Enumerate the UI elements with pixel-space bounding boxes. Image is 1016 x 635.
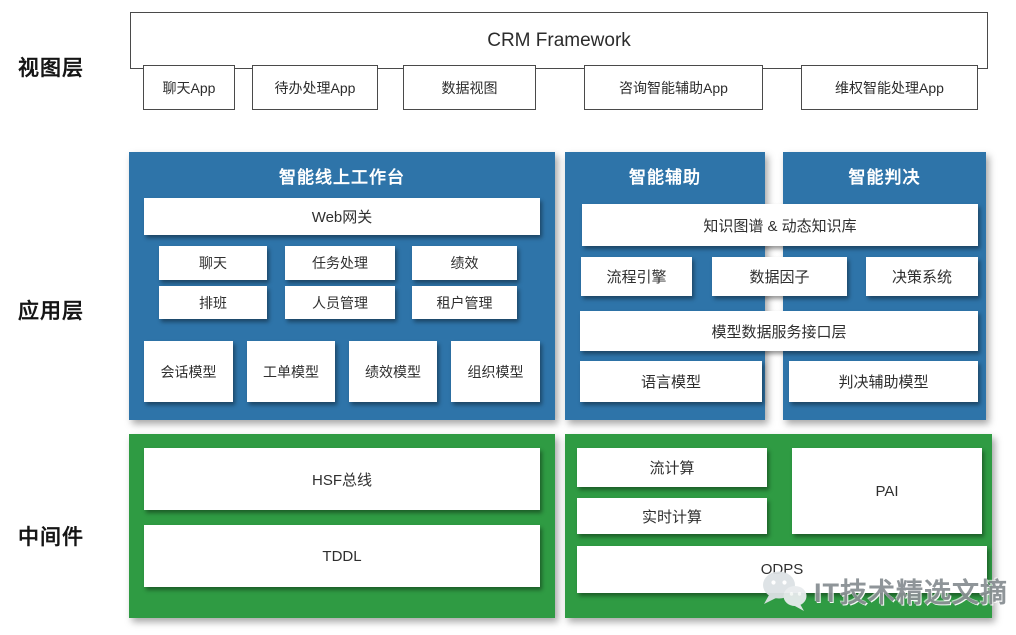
model-box-performance: 绩效模型: [349, 341, 437, 402]
module-box-performance: 绩效: [412, 246, 517, 280]
layer-label-view: 视图层: [18, 57, 84, 80]
module-box-chat: 聊天: [159, 246, 267, 280]
module-box-task: 任务处理: [285, 246, 395, 280]
model-box-organization: 组织模型: [451, 341, 540, 402]
web-gateway-box: Web网关: [144, 198, 540, 235]
tddl-box: TDDL: [144, 525, 540, 587]
app-box-chat: 聊天App: [143, 65, 235, 110]
engine-box-decision: 决策系统: [866, 257, 978, 296]
watermark-text: IT技术精选文摘: [814, 577, 1008, 608]
watermark: IT技术精选文摘: [760, 568, 1008, 612]
wechat-icon: [763, 571, 807, 611]
app-box-dataview: 数据视图: [403, 65, 536, 110]
interface-layer-box: 模型数据服务接口层: [580, 311, 978, 351]
judge-model-box: 判决辅助模型: [789, 361, 978, 402]
workbench-title: 智能线上工作台: [279, 167, 405, 187]
model-box-ticket: 工单模型: [247, 341, 335, 402]
engine-box-datafactor: 数据因子: [712, 257, 847, 296]
layer-label-app: 应用层: [18, 300, 84, 323]
app-box-todo: 待办处理App: [252, 65, 378, 110]
pai-box: PAI: [792, 448, 982, 534]
judge-title: 智能判决: [848, 167, 921, 187]
language-model-box: 语言模型: [580, 361, 762, 402]
middleware-left-block: HSF总线 TDDL: [129, 434, 555, 618]
module-box-scheduling: 排班: [159, 286, 267, 319]
workbench-block: 智能线上工作台 Web网关 聊天 任务处理 绩效 排班 人员管理 租户管理 会话…: [129, 152, 555, 420]
realtime-computing-box: 实时计算: [577, 498, 767, 534]
module-box-personnel: 人员管理: [285, 286, 395, 319]
layer-label-middleware: 中间件: [18, 526, 84, 549]
hsf-bus-box: HSF总线: [144, 448, 540, 510]
assist-title: 智能辅助: [629, 167, 701, 187]
engine-box-process: 流程引擎: [581, 257, 692, 296]
crm-framework-box: CRM Framework: [130, 12, 988, 69]
app-box-rights-protect: 维权智能处理App: [801, 65, 978, 110]
module-box-tenant: 租户管理: [412, 286, 517, 319]
model-box-session: 会话模型: [144, 341, 233, 402]
knowledge-box: 知识图谱 & 动态知识库: [582, 204, 978, 246]
stream-computing-box: 流计算: [577, 448, 767, 487]
app-box-consult-assist: 咨询智能辅助App: [584, 65, 763, 110]
